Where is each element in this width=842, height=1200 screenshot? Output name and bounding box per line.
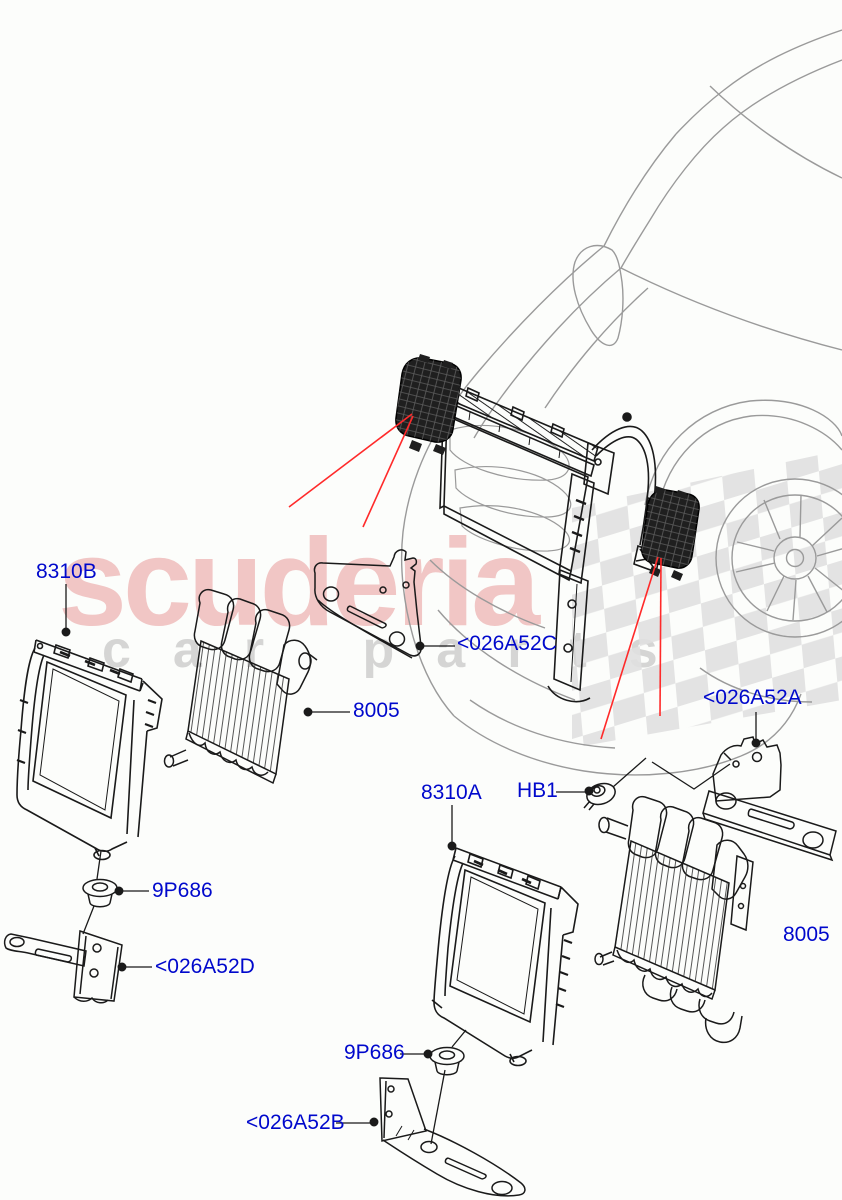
hose-bolt bbox=[622, 412, 632, 422]
part-label-8005-right[interactable]: 8005 bbox=[783, 923, 830, 946]
callout-line-left-1 bbox=[288, 413, 413, 508]
wheel-drawing bbox=[715, 478, 842, 638]
callout-line-right-2 bbox=[659, 557, 662, 717]
aux-radiator-location-right bbox=[641, 486, 700, 581]
aux-radiator-location-left bbox=[395, 354, 462, 455]
part-026A52D-bracket bbox=[3, 929, 123, 1004]
part-label-9P686-upper[interactable]: 9P686 bbox=[152, 879, 213, 902]
part-8310B-shroud bbox=[16, 639, 163, 861]
part-026A52C-bracket bbox=[313, 549, 422, 659]
part-label-HB1[interactable]: HB1 bbox=[517, 779, 558, 802]
part-8005-right-radiator bbox=[594, 795, 754, 1044]
grille-ovals bbox=[449, 424, 572, 552]
part-label-8005-left[interactable]: 8005 bbox=[353, 699, 400, 722]
part-label-026A52A[interactable]: <026A52A bbox=[703, 686, 802, 709]
part-label-026A52C[interactable]: <026A52C bbox=[457, 632, 557, 655]
mirror-outline bbox=[572, 244, 624, 347]
callout-line-right-1 bbox=[600, 556, 659, 740]
part-8005-left-radiator bbox=[163, 588, 318, 785]
part-026A52B-bracket bbox=[379, 1077, 526, 1197]
callout-line-left-2 bbox=[362, 415, 414, 528]
part-9P686-grommet-lower bbox=[429, 1046, 465, 1076]
part-label-9P686-lower[interactable]: 9P686 bbox=[344, 1041, 405, 1064]
part-label-8310B[interactable]: 8310B bbox=[36, 560, 97, 583]
part-HB1-bolt bbox=[583, 782, 616, 811]
leader-lines bbox=[61, 584, 761, 1145]
part-026A52A-bracket bbox=[702, 736, 837, 862]
part-label-8310A[interactable]: 8310A bbox=[421, 781, 482, 804]
part-label-026A52B[interactable]: <026A52B bbox=[246, 1111, 345, 1134]
part-label-026A52D[interactable]: <026A52D bbox=[155, 955, 255, 978]
part-8310A-shroud bbox=[431, 847, 579, 1067]
watermark-brand: scuderia bbox=[58, 514, 540, 652]
callout-lines bbox=[288, 413, 662, 740]
part-9P686-grommet-upper bbox=[82, 878, 118, 908]
